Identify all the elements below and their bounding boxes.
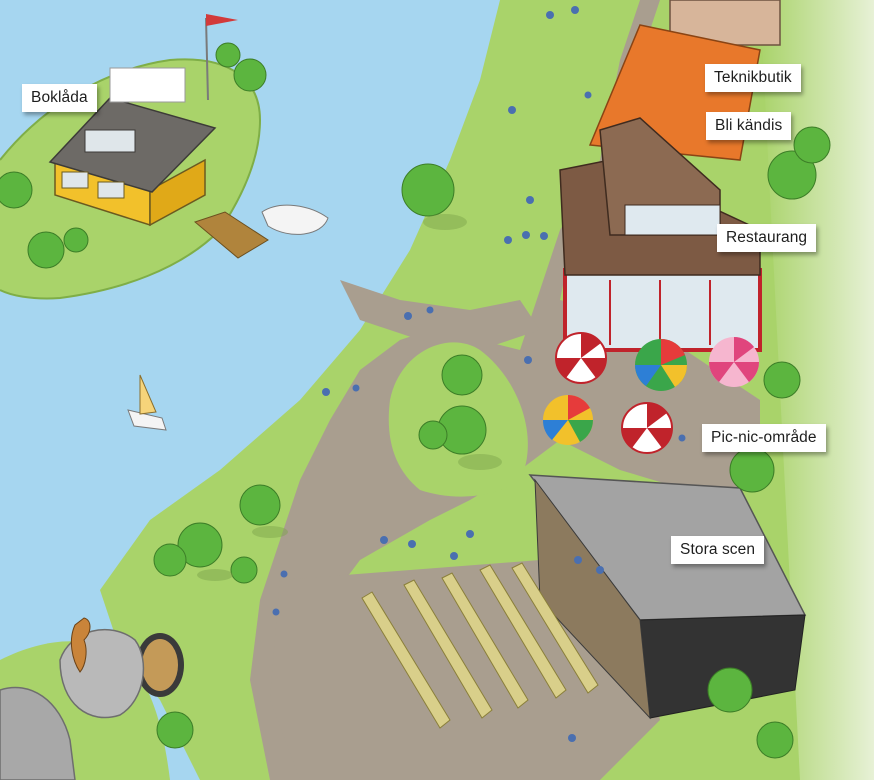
parasol-4 [542, 394, 594, 445]
tree-shadows [197, 214, 502, 581]
red-flag [206, 14, 238, 26]
parasol-2 [635, 339, 688, 391]
label-big-stage: Stora scen [671, 536, 765, 564]
rock-bottom-left [0, 686, 76, 780]
label-tech-shop: Teknikbutik [705, 64, 801, 92]
restaurant-building [559, 117, 762, 352]
label-restaurant: Restaurang [717, 224, 817, 252]
visitors [272, 6, 686, 742]
parasol-3 [709, 337, 759, 387]
sailboat [127, 374, 167, 431]
label-become-celebrity: Bli kändis [706, 112, 792, 140]
label-bookshop: Boklåda [22, 84, 97, 112]
rowboat [136, 633, 184, 697]
wooden-dock [193, 211, 269, 259]
side-path [340, 280, 540, 350]
audience-benches [361, 562, 599, 729]
seahorse-sculpture [70, 617, 91, 673]
big-stage [528, 474, 807, 720]
label-picnic-area: Pic-nic-område [702, 424, 826, 452]
flag-pole [205, 17, 209, 101]
trees [0, 42, 831, 759]
parasol-5 [621, 402, 673, 454]
motor-boat [261, 204, 329, 235]
bookshop-building [48, 67, 217, 227]
parasol-1 [555, 332, 607, 384]
